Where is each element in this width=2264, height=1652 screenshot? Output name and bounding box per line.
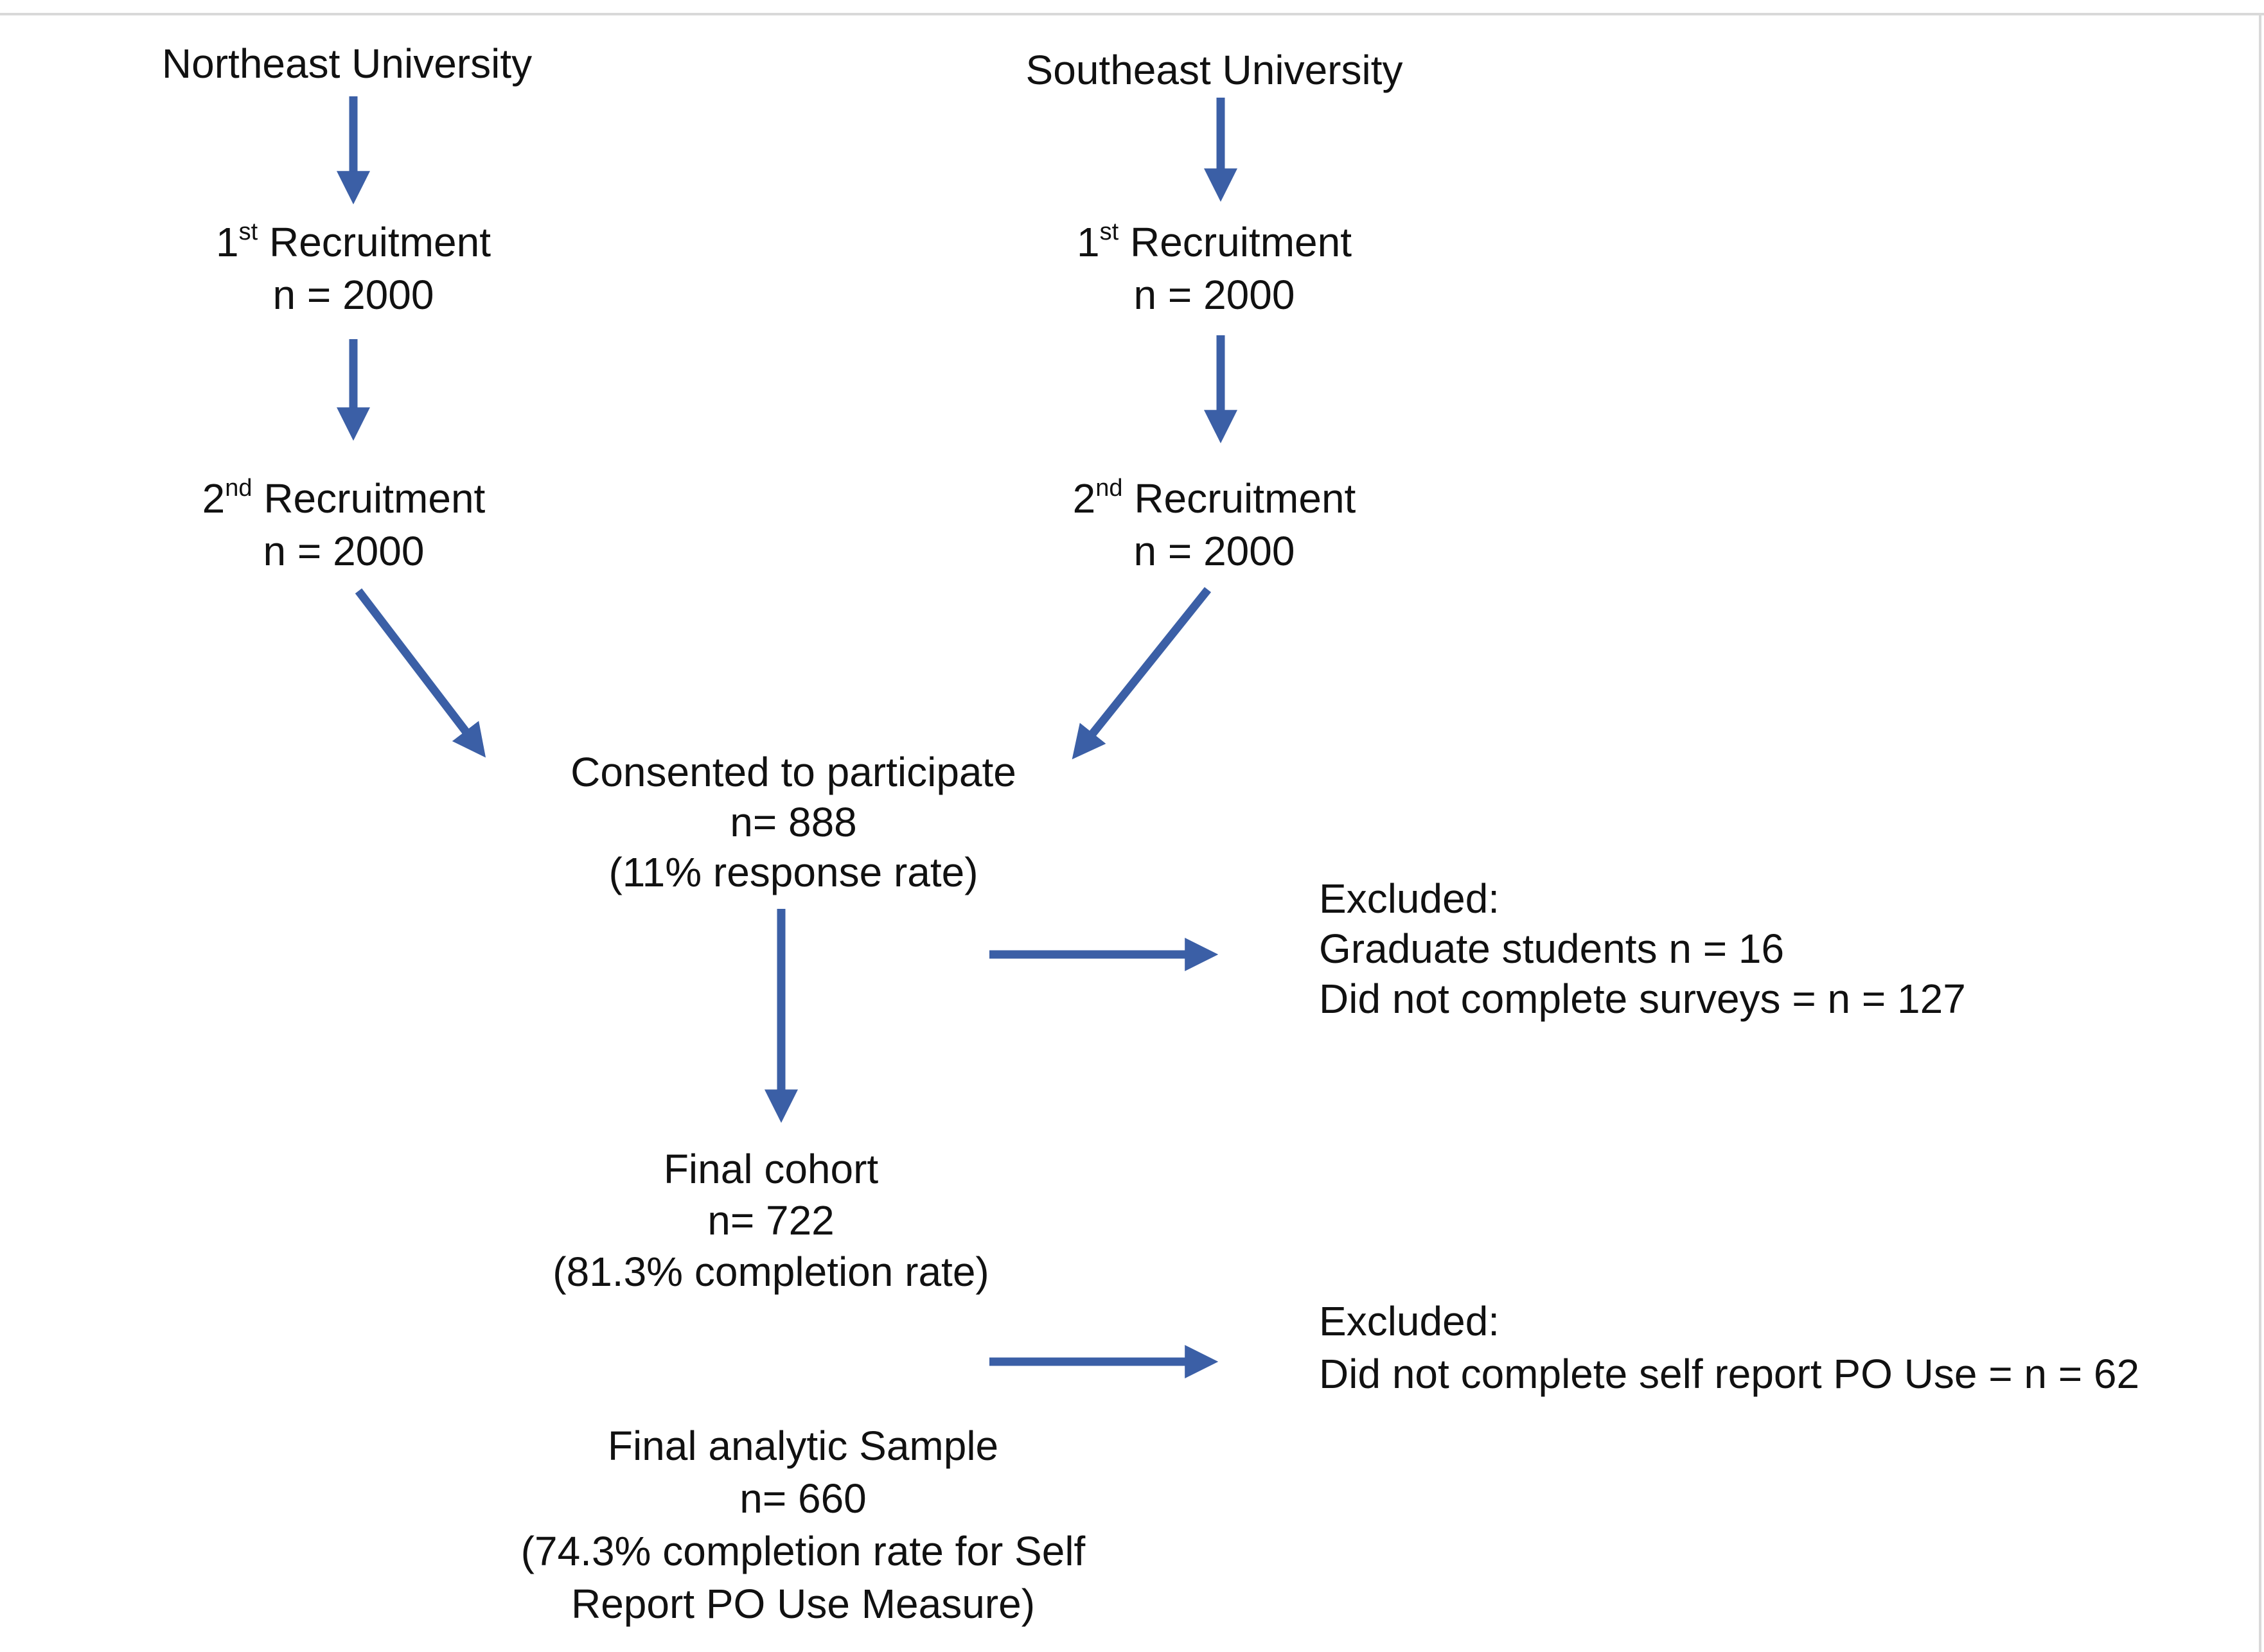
final-cohort-completion-rate: (81.3% completion rate) — [553, 1249, 989, 1295]
consented-count: n= 888 — [730, 799, 857, 845]
node-final-analytic-sample: Final analytic Sample n= 660 (74.3% comp… — [443, 1419, 1163, 1630]
ordinal-suffix: nd — [1095, 475, 1123, 502]
node-excluded-1: Excluded: Graduate students n = 16 Did n… — [1319, 874, 2218, 1024]
node-northeast-recruitment-2: 2nd Recruitment n = 2000 — [112, 472, 575, 577]
southeast-recruit2-title: 2nd Recruitment — [983, 472, 1446, 525]
final-sample-title: Final analytic Sample — [607, 1423, 999, 1469]
arrow-se-recruit2-to-consented — [1072, 586, 1212, 760]
node-southeast-university: Southeast University — [983, 44, 1446, 96]
northeast-recruit1-title: 1st Recruitment — [122, 216, 585, 268]
final-cohort-title: Final cohort — [663, 1146, 879, 1192]
node-northeast-university: Northeast University — [116, 37, 578, 90]
excluded1-incomplete-surveys: Did not complete surveys = n = 127 — [1319, 976, 1966, 1022]
recruitment-label: Recruitment — [263, 475, 486, 522]
ordinal-number: 1 — [216, 219, 239, 265]
ordinal-suffix: nd — [225, 475, 252, 502]
northeast-recruit2-count: n = 2000 — [263, 528, 425, 574]
node-southeast-recruitment-1: 1st Recruitment n = 2000 — [983, 216, 1446, 321]
node-northeast-recruitment-1: 1st Recruitment n = 2000 — [122, 216, 585, 321]
southeast-recruit2-count: n = 2000 — [1133, 528, 1295, 574]
node-southeast-recruitment-2: 2nd Recruitment n = 2000 — [983, 472, 1446, 577]
recruitment-label: Recruitment — [1134, 475, 1356, 522]
node-excluded-2: Excluded: Did not complete self report P… — [1319, 1295, 2251, 1400]
ordinal-number: 1 — [1077, 219, 1100, 265]
ordinal-suffix: st — [238, 218, 258, 245]
final-sample-rate-line-1: (74.3% completion rate for Self — [520, 1528, 1086, 1574]
excluded2-incomplete-po-use: Did not complete self report PO Use = n … — [1319, 1351, 2140, 1397]
excluded1-title: Excluded: — [1319, 875, 1500, 922]
southeast-recruit1-count: n = 2000 — [1133, 272, 1295, 318]
excluded1-graduate-students: Graduate students n = 16 — [1319, 926, 1785, 972]
southeast-site-label: Southeast University — [1025, 47, 1403, 93]
recruitment-label: Recruitment — [269, 219, 491, 265]
recruitment-label: Recruitment — [1129, 219, 1352, 265]
ordinal-number: 2 — [1072, 475, 1096, 522]
node-final-cohort: Final cohort n= 722 (81.3% completion ra… — [450, 1143, 1092, 1297]
northeast-recruit1-count: n = 2000 — [272, 272, 434, 318]
frame-top-border — [0, 13, 2264, 15]
ordinal-suffix: st — [1099, 218, 1119, 245]
node-consented: Consented to participate n= 888 (11% res… — [463, 747, 1124, 897]
northeast-site-label: Northeast University — [161, 40, 533, 87]
frame-right-border — [2259, 13, 2261, 1652]
final-cohort-count: n= 722 — [707, 1197, 835, 1243]
southeast-recruit1-title: 1st Recruitment — [983, 216, 1446, 268]
excluded2-title: Excluded: — [1319, 1298, 1500, 1344]
arrow-ne-recruit2-to-consented — [355, 588, 486, 758]
ordinal-number: 2 — [202, 475, 226, 522]
consented-title: Consented to participate — [570, 749, 1016, 795]
consented-response-rate: (11% response rate) — [608, 849, 978, 895]
northeast-recruit2-title: 2nd Recruitment — [112, 472, 575, 525]
final-sample-rate-line-2: Report PO Use Measure) — [570, 1581, 1036, 1627]
final-sample-count: n= 660 — [739, 1475, 867, 1522]
